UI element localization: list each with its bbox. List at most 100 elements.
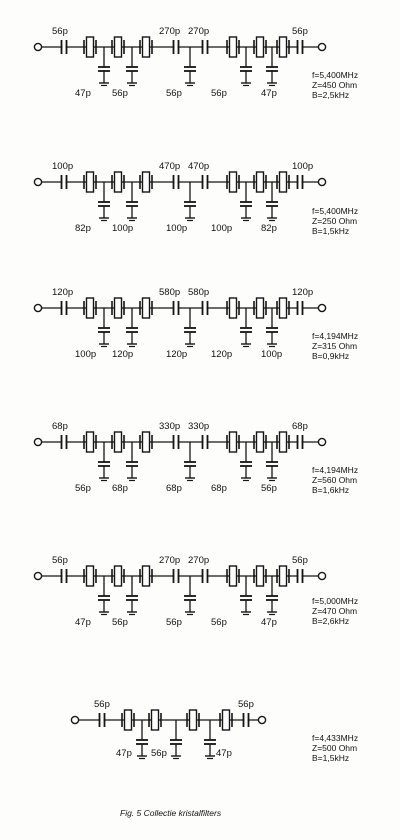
crystal-body — [141, 565, 151, 587]
shunt-capacitor-label: 56p — [112, 88, 128, 99]
filter-2-specs: f=5,400MHz Z=250 Ohm B=1,5kHz — [312, 206, 358, 236]
crystal-body — [228, 36, 238, 58]
series-capacitor-label: 270p — [188, 26, 209, 37]
capacitor-gap — [174, 180, 178, 184]
crystal-body — [188, 709, 198, 731]
capacitor-gap — [298, 306, 302, 310]
spec-frequency: f=4,433MHz — [312, 733, 359, 743]
shunt-capacitor-label: 47p — [75, 88, 91, 99]
terminal-circle — [257, 715, 267, 725]
crystal-body — [255, 36, 265, 58]
filter-5-specs: f=5,000MHz Z=470 Ohm B=2,6kHz — [312, 596, 358, 626]
crystal-body — [278, 171, 288, 193]
spec-bandwidth: B=1,5kHz — [312, 753, 350, 763]
spec-impedance: Z=560 Ohm — [312, 475, 358, 485]
spec-frequency: f=4,194MHz — [312, 331, 359, 341]
crystal-body — [113, 431, 123, 453]
terminal-circle — [317, 177, 327, 187]
shunt-capacitor-label: 100p — [261, 349, 282, 360]
shunt-capacitor-label: 56p — [211, 88, 227, 99]
crystal-body — [85, 171, 95, 193]
series-capacitor-label: 330p — [159, 421, 180, 432]
crystal-body — [113, 565, 123, 587]
shunt-capacitor-label: 120p — [211, 349, 232, 360]
shunt-capacitor-label: 47p — [216, 748, 232, 759]
capacitor-gap — [203, 574, 207, 578]
capacitor-gap — [62, 180, 66, 184]
crystal-body — [150, 709, 160, 731]
series-capacitor-label: 270p — [159, 26, 180, 37]
terminal-circle — [33, 177, 43, 187]
capacitor-gap — [174, 306, 178, 310]
spec-bandwidth: B=2,6kHz — [312, 616, 350, 626]
shunt-capacitor-label: 100p — [75, 349, 96, 360]
crystal-body — [278, 36, 288, 58]
shunt-capacitor-label: 56p — [151, 748, 167, 759]
shunt-capacitor-label: 47p — [261, 617, 277, 628]
capacitor-gap — [203, 45, 207, 49]
shunt-capacitor-label: 47p — [75, 617, 91, 628]
series-capacitor-label: 56p — [94, 699, 110, 710]
crystal-body — [141, 431, 151, 453]
capacitor-gap — [298, 574, 302, 578]
shunt-capacitor-label: 56p — [112, 617, 128, 628]
crystal-body — [113, 297, 123, 319]
shunt-capacitor-label: 47p — [261, 88, 277, 99]
crystal-body — [278, 297, 288, 319]
terminal-circle — [33, 303, 43, 313]
shunt-capacitor-label: 56p — [75, 483, 91, 494]
spec-frequency: f=5,400MHz — [312, 206, 359, 216]
spec-frequency: f=4,194MHz — [312, 465, 359, 475]
figure-caption: Fig. 5 Collectie kristalfilters — [120, 808, 222, 818]
series-capacitor-label: 120p — [292, 287, 313, 298]
terminal-circle — [317, 437, 327, 447]
crystal-body — [221, 709, 231, 731]
capacitor-gap — [62, 440, 66, 444]
series-capacitor-label: 120p — [52, 287, 73, 298]
shunt-capacitor-label: 68p — [166, 483, 182, 494]
series-capacitor-label: 68p — [292, 421, 308, 432]
capacitor-gap — [174, 45, 178, 49]
spec-frequency: f=5,000MHz — [312, 596, 359, 606]
terminal-circle — [317, 303, 327, 313]
capacitor-gap — [298, 440, 302, 444]
series-capacitor-label: 270p — [159, 555, 180, 566]
series-capacitor-label: 100p — [52, 161, 73, 172]
spec-impedance: Z=500 Ohm — [312, 743, 358, 753]
crystal-body — [255, 431, 265, 453]
terminal-circle — [70, 715, 80, 725]
terminal-circle — [33, 42, 43, 52]
crystal-body — [228, 297, 238, 319]
filter-3-specs: f=4,194MHz Z=315 Ohm B=0,9kHz — [312, 331, 358, 361]
shunt-capacitor-label: 47p — [116, 748, 132, 759]
shunt-capacitor-label: 56p — [166, 88, 182, 99]
capacitor-gap — [298, 45, 302, 49]
series-capacitor-label: 56p — [292, 555, 308, 566]
shunt-capacitor-label: 120p — [112, 349, 133, 360]
series-capacitor-label: 56p — [52, 26, 68, 37]
shunt-capacitor-label: 82p — [261, 223, 277, 234]
shunt-capacitor-label: 82p — [75, 223, 91, 234]
crystal-body — [255, 171, 265, 193]
shunt-capacitor-label: 100p — [211, 223, 232, 234]
crystal-body — [255, 297, 265, 319]
spec-impedance: Z=250 Ohm — [312, 216, 358, 226]
crystal-body — [85, 297, 95, 319]
terminal-circle — [317, 42, 327, 52]
crystal-body — [228, 565, 238, 587]
capacitor-gap — [203, 440, 207, 444]
crystal-body — [123, 709, 133, 731]
shunt-capacitor-label: 120p — [166, 349, 187, 360]
crystal-body — [255, 565, 265, 587]
capacitor-gap — [244, 718, 248, 722]
spec-bandwidth: B=1,5kHz — [312, 226, 350, 236]
crystal-body — [228, 431, 238, 453]
capacitor-gap — [100, 718, 104, 722]
capacitor-gap — [62, 45, 66, 49]
crystal-body — [113, 36, 123, 58]
series-capacitor-label: 56p — [52, 555, 68, 566]
shunt-capacitor-label: 100p — [112, 223, 133, 234]
